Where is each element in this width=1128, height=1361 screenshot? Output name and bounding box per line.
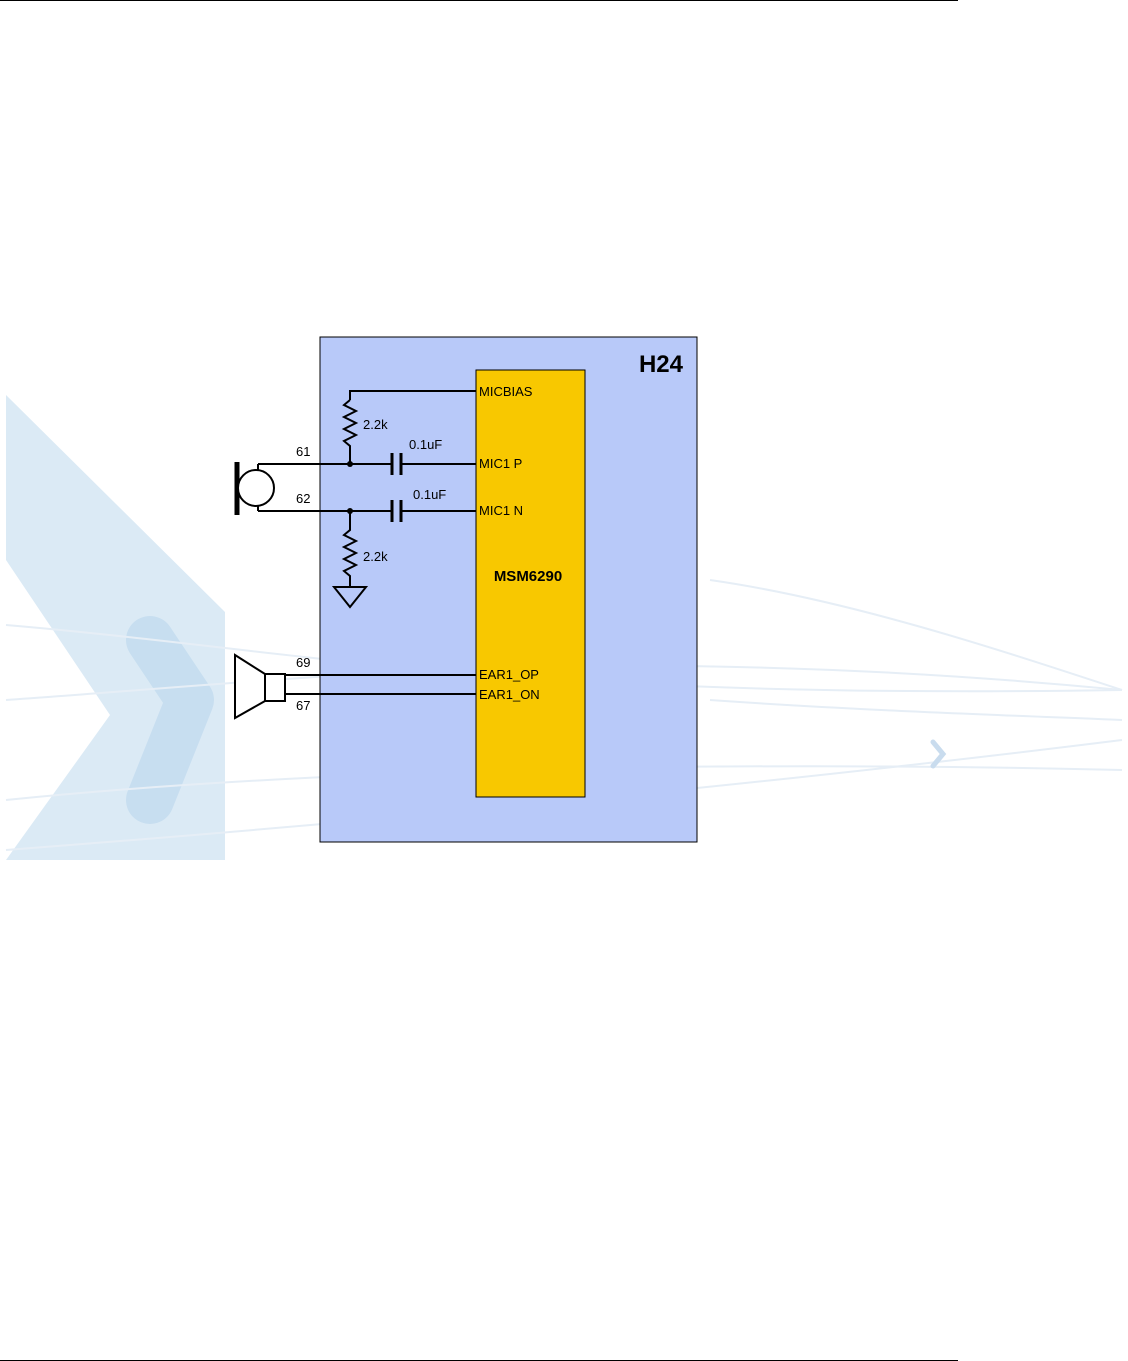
pin-mic1p: MIC1 P	[479, 456, 522, 471]
chip-label: MSM6290	[494, 568, 562, 585]
module-label: H24	[639, 351, 684, 378]
pin-mic1n: MIC1 N	[479, 503, 523, 518]
resistor-bottom-label: 2.2k	[363, 549, 388, 564]
pin-ear1-on: EAR1_ON	[479, 687, 540, 702]
capacitor-bottom-label: 0.1uF	[413, 487, 446, 502]
microphone-icon	[237, 462, 274, 515]
connector-pin-62: 62	[296, 491, 310, 506]
connector-pin-69: 69	[296, 655, 310, 670]
resistor-top-label: 2.2k	[363, 417, 388, 432]
pin-ear1-op: EAR1_OP	[479, 667, 539, 682]
connector-pin-61: 61	[296, 444, 310, 459]
connector-pin-67: 67	[296, 698, 310, 713]
junction-dot	[347, 461, 353, 467]
speaker-icon	[235, 655, 285, 718]
capacitor-top-label: 0.1uF	[409, 437, 442, 452]
pin-micbias: MICBIAS	[479, 384, 533, 399]
